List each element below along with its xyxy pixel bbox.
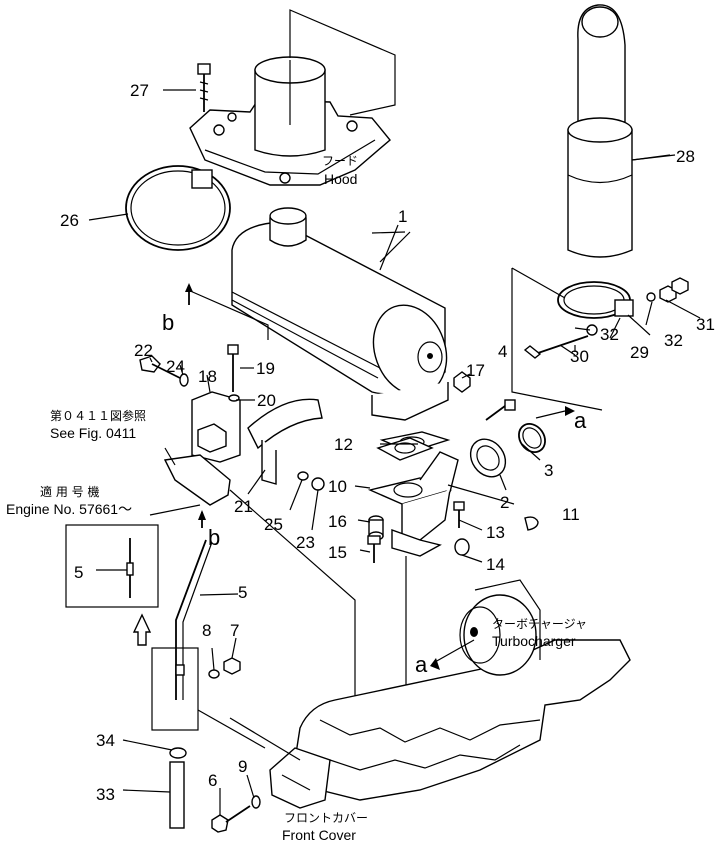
- hood-label-jp: フード: [322, 154, 358, 168]
- clamp-26-drawing: [88, 165, 231, 251]
- part-number: 3: [544, 461, 553, 480]
- hood-drawing: [189, 9, 396, 186]
- part-number: 11: [562, 505, 580, 524]
- part-number: 29: [630, 343, 649, 362]
- part-number: 14: [486, 555, 505, 574]
- part-number: 6: [208, 771, 217, 790]
- hood-label-en: Hood: [324, 171, 357, 187]
- part-number: 16: [328, 512, 347, 531]
- tailpipe-clamp-drawing: [511, 267, 701, 411]
- text-labels: フード Hood 第０４１１図参照 See Fig. 0411 適 用 号 機 …: [6, 154, 587, 843]
- part-number: 2: [500, 493, 509, 512]
- front-label-en: Front Cover: [282, 827, 356, 843]
- part-number: 23: [296, 533, 315, 552]
- turbo-label-jp: ターボチャージャ: [492, 617, 587, 631]
- view-b-label-2: b: [208, 525, 220, 550]
- part-number: 17: [466, 361, 485, 380]
- part-number: 21: [234, 497, 253, 516]
- part-number: 4: [498, 342, 507, 361]
- front-label-jp: フロントカバー: [284, 811, 368, 825]
- part-number: 31: [696, 315, 715, 334]
- part-number: 13: [486, 523, 505, 542]
- see-fig-label-en: See Fig. 0411: [50, 425, 136, 441]
- part-number: 32: [664, 331, 683, 350]
- bolt-6-drawing: [211, 795, 261, 833]
- view-a-label-2: a: [415, 652, 428, 677]
- part-number: 15: [328, 543, 347, 562]
- part-number: 24: [166, 357, 185, 376]
- gauge-drawing: [65, 524, 266, 829]
- turbo-label-en: Turbocharger: [492, 633, 576, 649]
- leader-lines: [122, 154, 671, 815]
- engine-block-drawing: [229, 579, 631, 809]
- part-number: 28: [676, 147, 695, 166]
- part-number: 1: [398, 207, 407, 226]
- muffler-drawing: [185, 207, 449, 421]
- part-number: 19: [256, 359, 275, 378]
- part-number: 26: [60, 211, 79, 230]
- part-number: 8: [202, 621, 211, 640]
- see-fig-label-jp: 第０４１１図参照: [50, 408, 146, 423]
- view-b-label: b: [162, 310, 174, 335]
- part-number: 22: [134, 341, 153, 360]
- part-number: 33: [96, 785, 115, 804]
- tailpipe-drawing: [567, 4, 676, 258]
- part-number: 9: [238, 757, 247, 776]
- engine-label-jp: 適 用 号 機: [40, 484, 99, 499]
- part-number: 7: [230, 621, 239, 640]
- gasket-12-drawing: [376, 437, 434, 461]
- part-number: 27: [130, 81, 149, 100]
- engine-label-en: Engine No. 57661～: [6, 501, 132, 517]
- part-number: 34: [96, 731, 115, 750]
- part-number: 5: [74, 563, 83, 582]
- part-number: 20: [257, 391, 276, 410]
- view-a-label: a: [574, 408, 587, 433]
- part-numbers: 1 2 3 4 5 5 6 7 8 9 10 11 12 13 14 15 16…: [60, 81, 715, 804]
- part-number: 12: [334, 435, 353, 454]
- part-number: 18: [198, 367, 217, 386]
- part-number: 32: [600, 325, 619, 344]
- bolt-27-drawing: [163, 63, 211, 112]
- part-number: 25: [264, 515, 283, 534]
- bracket-drawing: [139, 344, 407, 740]
- part-number: 10: [328, 477, 347, 496]
- part-number: 5: [238, 583, 247, 602]
- part-number: 30: [570, 347, 589, 366]
